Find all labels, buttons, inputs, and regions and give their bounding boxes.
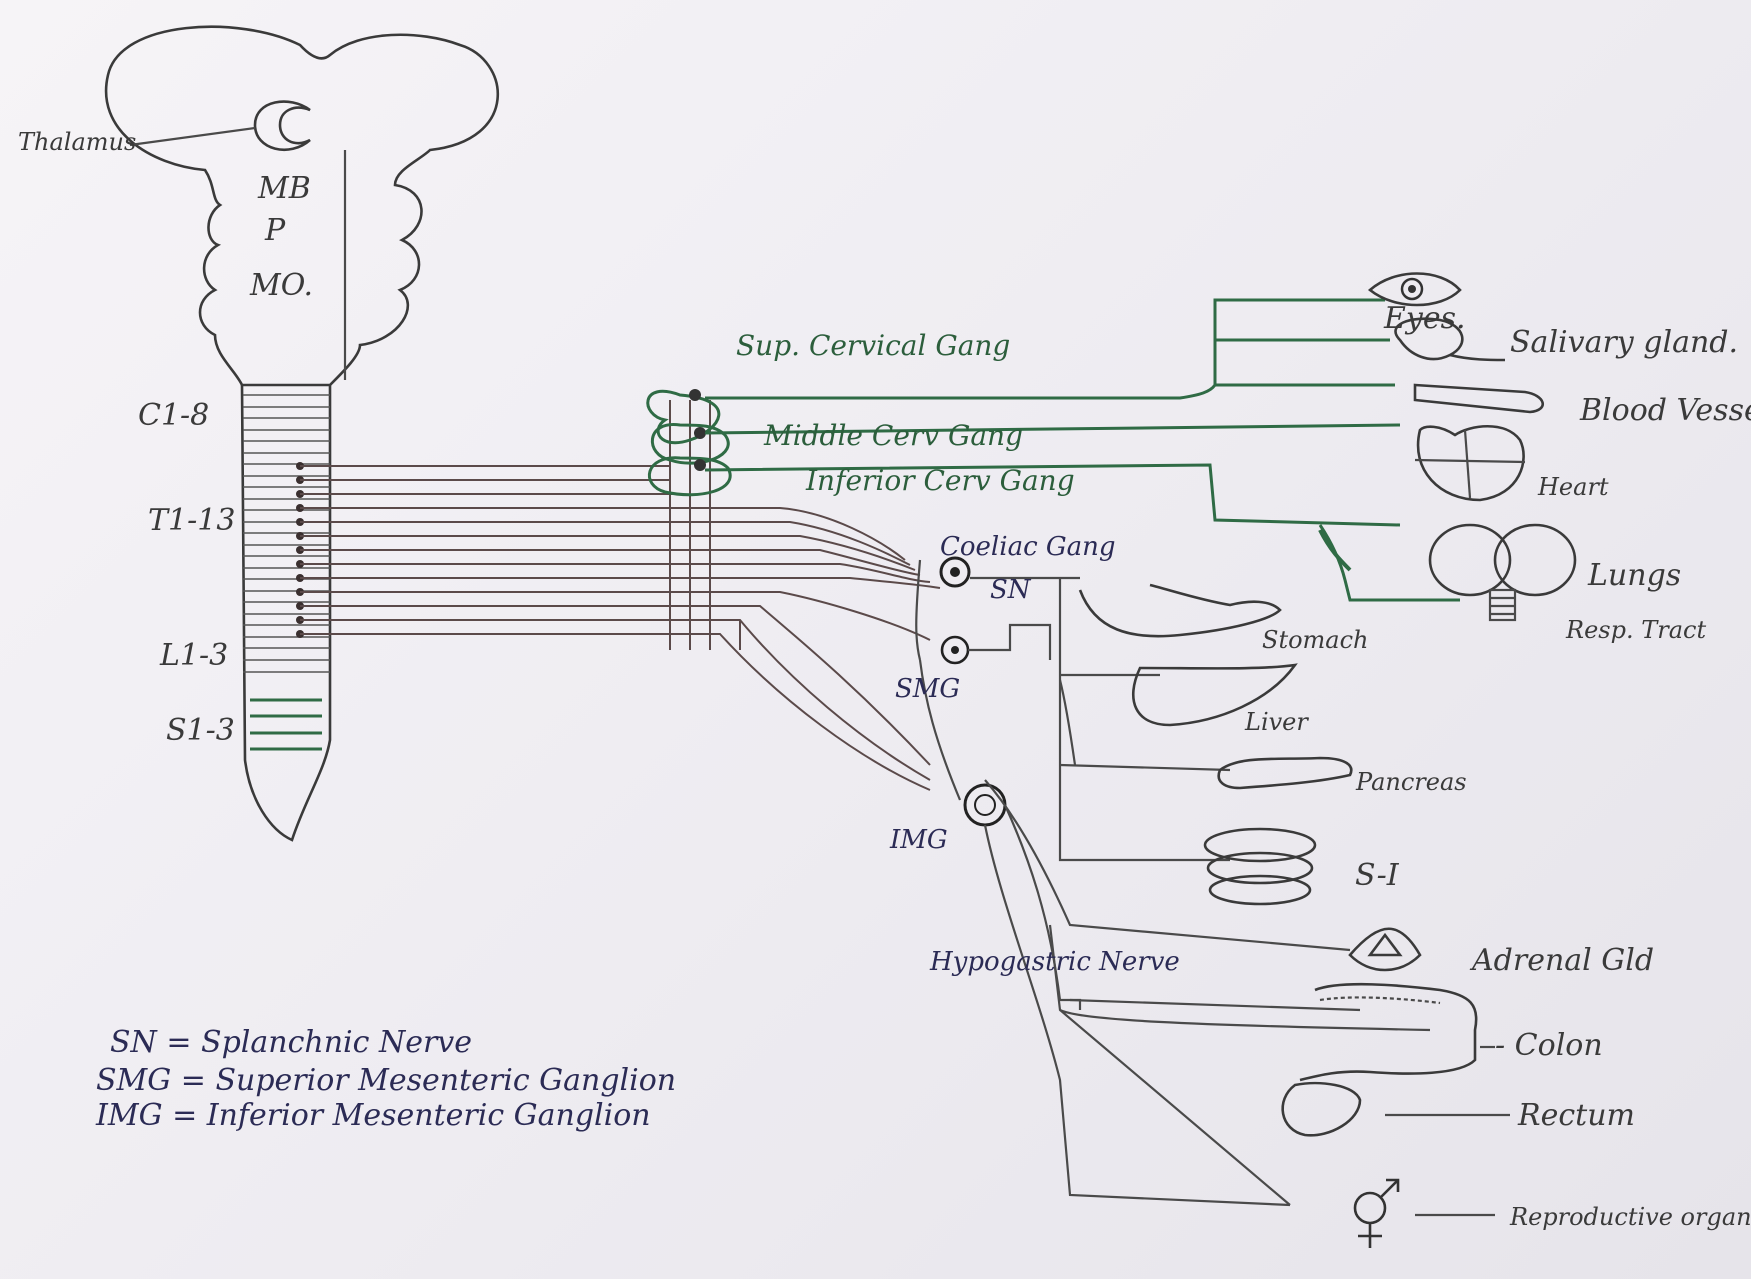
small-intestine-icon xyxy=(1205,829,1315,904)
lungs-label: Lungs xyxy=(1587,558,1681,593)
sacral-segments xyxy=(250,700,322,749)
rectum-label: Rectum xyxy=(1517,1098,1635,1133)
adrenal-gland-label: Adrenal Gld xyxy=(1469,943,1654,978)
heart-label: Heart xyxy=(1537,473,1609,501)
cervical-label: C1-8 xyxy=(138,398,209,433)
legend: SN = Splanchnic Nerve SMG = Superior Mes… xyxy=(95,1025,676,1133)
img-icon xyxy=(965,785,1005,825)
lumbar-label: L1-3 xyxy=(159,638,228,673)
heart-icon xyxy=(1415,426,1525,500)
sacral-label: S1-3 xyxy=(166,713,235,748)
medulla-label: MO. xyxy=(249,268,313,303)
rectum-icon xyxy=(1283,1083,1360,1135)
eyes-label: Eyes. xyxy=(1383,301,1466,336)
pons-label: P xyxy=(264,213,286,248)
thoracic-label: T1-13 xyxy=(148,503,235,538)
spinal-segment-lines xyxy=(243,395,330,672)
coeliac-ganglion-icon xyxy=(941,558,969,586)
legend-item-sn: SN = Splanchnic Nerve xyxy=(110,1025,472,1060)
img-label: IMG xyxy=(889,825,948,855)
blood-vessel-label: Blood Vessel xyxy=(1579,393,1751,428)
resp-tract-label: Resp. Tract xyxy=(1565,616,1706,644)
reproductive-organs-icon xyxy=(1355,1180,1398,1248)
superior-cervical-label: Sup. Cervical Gang xyxy=(736,329,1010,362)
colon-label: - Colon xyxy=(1495,1028,1603,1063)
stomach-icon xyxy=(1080,585,1280,636)
inferior-cervical-label: Inferior Cerv Gang xyxy=(805,464,1075,497)
small-intestine-label: S-I xyxy=(1355,858,1400,893)
midbrain-label: MB xyxy=(257,171,311,206)
liver-label: Liver xyxy=(1244,708,1309,736)
lungs-icon xyxy=(1430,525,1575,620)
thalamus-pointer xyxy=(130,128,255,145)
salivary-gland-label: Salivary gland. xyxy=(1510,325,1738,360)
smg-icon xyxy=(942,637,968,663)
legend-item-img: IMG = Inferior Mesenteric Ganglion xyxy=(95,1098,651,1133)
hypogastric-nerve-label: Hypogastric Nerve xyxy=(929,947,1180,977)
pancreas-label: Pancreas xyxy=(1355,768,1467,796)
splanchnic-nerve-tag: SN xyxy=(990,575,1032,605)
abdominal-postganglionic-fibres xyxy=(916,560,1430,1205)
preganglionic-fibres xyxy=(300,400,940,790)
middle-cervical-label: Middle Cerv Gang xyxy=(763,419,1023,452)
stomach-label: Stomach xyxy=(1262,626,1369,654)
reproductive-organs-label: Reproductive organs - xyxy=(1509,1203,1751,1231)
blood-vessel-icon xyxy=(1415,385,1543,412)
thalamus-icon xyxy=(255,102,310,150)
colon-icon xyxy=(1300,984,1476,1080)
adrenal-gland-icon xyxy=(1350,929,1420,970)
smg-label: SMG xyxy=(895,674,960,704)
coeliac-ganglion-label: Coeliac Gang xyxy=(940,532,1116,562)
thalamus-label: Thalamus xyxy=(18,128,136,156)
pancreas-icon xyxy=(1219,758,1352,788)
legend-item-smg: SMG = Superior Mesenteric Ganglion xyxy=(96,1063,676,1098)
